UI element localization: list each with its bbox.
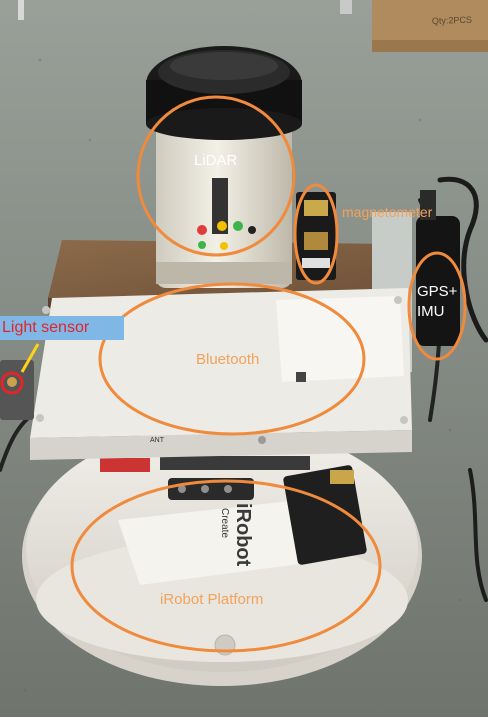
gps-imu-module	[416, 190, 460, 346]
irobot-platform-label: iRobot Platform	[160, 591, 264, 608]
irobot-platform-annotation-ellipse	[70, 479, 382, 653]
svg-text:Qty:2PCS: Qty:2PCS	[432, 15, 472, 26]
gps-label-line1: GPS+	[417, 283, 458, 300]
gps-imu-label: GPS+ IMU	[417, 282, 457, 322]
base-electronics	[100, 456, 367, 565]
cardboard-box: Qty:2PCS	[372, 0, 488, 52]
gps-imu-annotation-ellipse	[407, 251, 467, 361]
light-sensor-annotation-circle	[0, 371, 24, 395]
light-sensor-pointer	[20, 343, 40, 373]
svg-text:ANT: ANT	[150, 437, 165, 444]
bluetooth-annotation-ellipse	[98, 282, 366, 436]
light-sensor-label: Light sensor	[0, 316, 124, 340]
lidar-annotation-ellipse	[136, 95, 296, 257]
magnetometer-label: magnetometer	[342, 204, 433, 220]
lidar-label: LiDAR	[194, 152, 238, 169]
bluetooth-box: ANT	[30, 288, 412, 460]
svg-text:iRobot: iRobot	[232, 503, 254, 567]
gps-label-line2: IMU	[417, 303, 445, 320]
magnetometer-board	[296, 192, 336, 280]
magnetometer-annotation-ellipse	[293, 183, 339, 285]
bluetooth-label: Bluetooth	[196, 351, 260, 368]
svg-text:Create: Create	[219, 508, 230, 538]
stand-leg	[340, 0, 352, 14]
stand-leg	[18, 0, 24, 20]
